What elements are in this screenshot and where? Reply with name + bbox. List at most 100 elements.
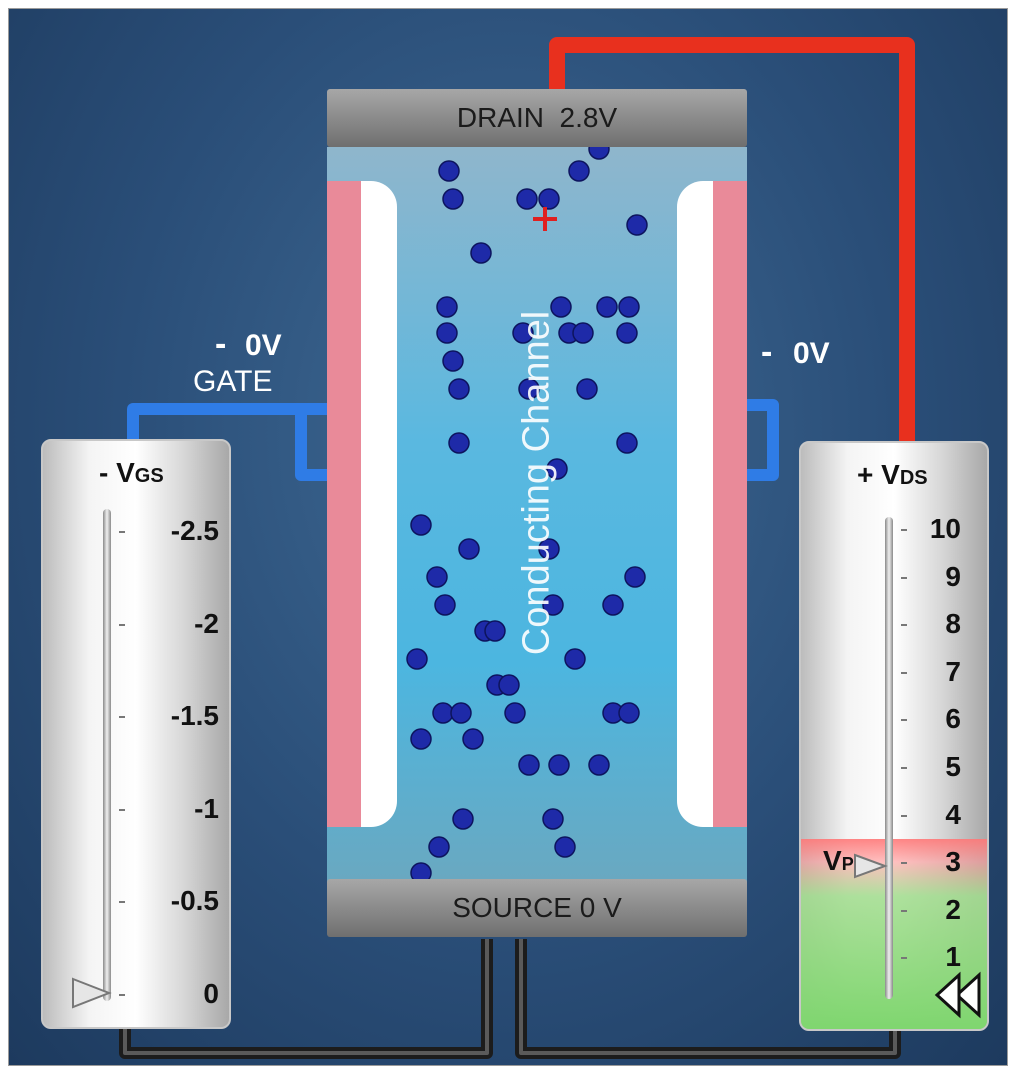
- vgs-title: - VGS: [99, 457, 164, 489]
- electron-dot-icon: [624, 566, 646, 588]
- vds_meter-tick-label: 6: [945, 703, 961, 735]
- electron-dot-icon: [498, 674, 520, 696]
- plus-icon: [533, 207, 557, 231]
- vds_meter-tick-label: 5: [945, 751, 961, 782]
- electron-dot-icon: [448, 378, 470, 400]
- vds_meter-tick-mark: [901, 814, 907, 817]
- vds_meter-tick-label: 3: [945, 846, 961, 878]
- electron-dot-icon: [616, 432, 638, 454]
- vds_meter-tick-label: 8: [945, 608, 961, 640]
- electron-dot-icon: [616, 322, 638, 344]
- electron-dot-icon: [434, 594, 456, 616]
- drain-wire: [549, 37, 915, 467]
- vp-label-main: V: [823, 845, 842, 876]
- vp-label-sub: P: [841, 854, 854, 874]
- electron-dot-icon: [588, 754, 610, 776]
- electron-dot-icon: [448, 432, 470, 454]
- vds-title-sub: DS: [899, 467, 928, 489]
- electron-dot-icon: [442, 188, 464, 210]
- vds_meter-tick-mark: [901, 576, 907, 579]
- vgs_meter-tick-mark: [119, 716, 125, 718]
- particle-layer: [406, 138, 648, 884]
- vds_meter-tick-mark: [901, 624, 907, 627]
- vp-label: VP: [823, 845, 854, 877]
- electron-dot-icon: [436, 296, 458, 318]
- gate-label: GATE: [193, 365, 273, 398]
- vgs_meter-tick-label: -2: [194, 607, 219, 639]
- electron-dot-icon: [538, 538, 560, 560]
- vgs_meter-tick-mark: [119, 623, 125, 626]
- vgs-slider-track[interactable]: [103, 509, 111, 1001]
- electron-dot-icon: [576, 378, 598, 400]
- rewind-icon[interactable]: [933, 971, 983, 1019]
- electron-dot-icon: [462, 728, 484, 750]
- vgs_meter-tick-mark: [119, 808, 125, 811]
- electron-dot-icon: [518, 378, 540, 400]
- vgs-slider-thumb[interactable]: [69, 975, 113, 1011]
- simulation-frame: Conducting Channel DRAIN 2.8V SOURCE 0 V…: [8, 8, 1008, 1066]
- electron-dot-icon: [432, 702, 454, 724]
- electron-dot-icon: [410, 728, 432, 750]
- gate-minus-left: -: [215, 325, 227, 363]
- vgs_meter-tick-label: -1: [194, 792, 219, 824]
- electron-dot-icon: [542, 808, 564, 830]
- electron-dot-icon: [618, 296, 640, 318]
- electron-dot-icon: [568, 160, 590, 182]
- vds-title: + VDS: [857, 459, 928, 491]
- gate-voltage-left: 0V: [245, 329, 282, 362]
- vgs_meter-tick-mark: [119, 531, 125, 533]
- vgs_meter-tick-label: -1.5: [170, 700, 219, 731]
- electron-dot-icon: [436, 322, 458, 344]
- electron-dot-icon: [572, 322, 594, 344]
- electron-dot-icon: [548, 754, 570, 776]
- channel-label: Conducting Channel: [515, 310, 558, 656]
- vds_meter-tick-label: 10: [929, 513, 961, 544]
- vds_meter-tick-mark: [901, 529, 907, 531]
- vp-marker: [854, 853, 888, 879]
- electron-dot-icon: [442, 350, 464, 372]
- vgs-title-prefix: - V: [99, 457, 135, 488]
- vgs-title-sub: GS: [134, 465, 164, 487]
- electron-dot-icon: [406, 648, 428, 670]
- vds_meter-tick-label: 9: [945, 560, 961, 592]
- gate-wire-right: [747, 399, 779, 481]
- drain-bar: DRAIN 2.8V: [327, 89, 747, 147]
- vgs_meter-tick-label: 0: [203, 977, 219, 1009]
- vds_meter-tick-mark: [901, 909, 907, 912]
- electron-dot-icon: [438, 160, 460, 182]
- gate-minus-right: -: [761, 333, 773, 371]
- electron-dot-icon: [618, 702, 640, 724]
- source-bar: SOURCE 0 V: [327, 879, 747, 937]
- vds_meter-tick-mark: [901, 671, 907, 674]
- vds_meter-tick-label: 1: [945, 941, 961, 973]
- vds-slider-track[interactable]: [885, 517, 893, 999]
- gate-wire-left: [127, 403, 327, 481]
- electron-dot-icon: [546, 458, 568, 480]
- electron-dot-icon: [550, 296, 572, 318]
- electron-dot-icon: [518, 754, 540, 776]
- electron-dot-icon: [470, 242, 492, 264]
- vds_meter-tick-label: 7: [945, 655, 961, 687]
- vgs_meter-tick-mark: [119, 993, 125, 996]
- electron-dot-icon: [512, 322, 534, 344]
- source-label: SOURCE 0 V: [452, 892, 622, 923]
- electron-dot-icon: [410, 514, 432, 536]
- gate-plate-left: [327, 181, 365, 827]
- electron-dot-icon: [450, 702, 472, 724]
- gate-plate-right: [709, 181, 747, 827]
- electron-dot-icon: [596, 296, 618, 318]
- electron-dot-icon: [554, 836, 576, 858]
- electron-dot-icon: [428, 836, 450, 858]
- depletion-region-left: [361, 181, 397, 827]
- gate-voltage-right: 0V: [793, 337, 830, 370]
- depletion-region-right: [677, 181, 713, 827]
- electron-dot-icon: [426, 566, 448, 588]
- electron-dot-icon: [484, 620, 506, 642]
- vds_meter-tick-mark: [901, 862, 907, 865]
- vds_meter-tick-mark: [901, 767, 907, 769]
- vds_meter-tick-label: 4: [945, 798, 961, 830]
- electron-dot-icon: [504, 702, 526, 724]
- electron-dot-icon: [626, 214, 648, 236]
